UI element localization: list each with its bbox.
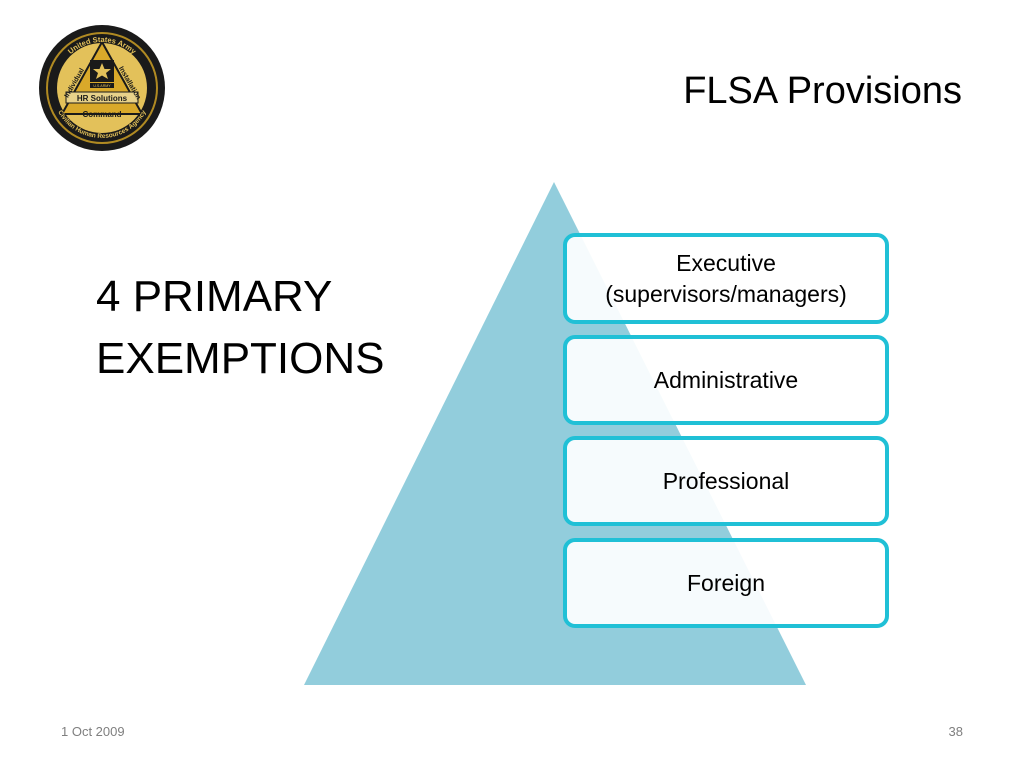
heading-line-1: 4 PRIMARY — [96, 272, 333, 321]
exemption-label: Administrative — [653, 366, 799, 393]
exemption-box-executive: Executive (supervisors/managers) — [563, 233, 889, 324]
svg-text:HR Solutions: HR Solutions — [77, 94, 128, 103]
footer-date: 1 Oct 2009 — [61, 724, 125, 739]
exemptions-heading: 4 PRIMARY EXEMPTIONS — [96, 266, 385, 390]
svg-text:U.S.ARMY: U.S.ARMY — [93, 84, 111, 88]
exemption-label: Foreign — [687, 569, 765, 596]
slide-title: FLSA Provisions — [683, 70, 962, 112]
slide-number: 38 — [948, 724, 963, 739]
exemption-box-administrative: Administrative — [563, 335, 889, 425]
exemption-box-professional: Professional — [563, 436, 889, 526]
exemption-label: Executive — [676, 249, 776, 276]
hr-solutions-command-seal-icon: U.S.ARMY HR Solutions Command Individual… — [36, 22, 168, 152]
exemption-box-foreign: Foreign — [563, 538, 889, 628]
exemption-sublabel: (supervisors/managers) — [605, 280, 847, 307]
exemption-label: Professional — [662, 467, 790, 494]
svg-text:Command: Command — [82, 110, 121, 119]
heading-line-2: EXEMPTIONS — [96, 334, 385, 383]
